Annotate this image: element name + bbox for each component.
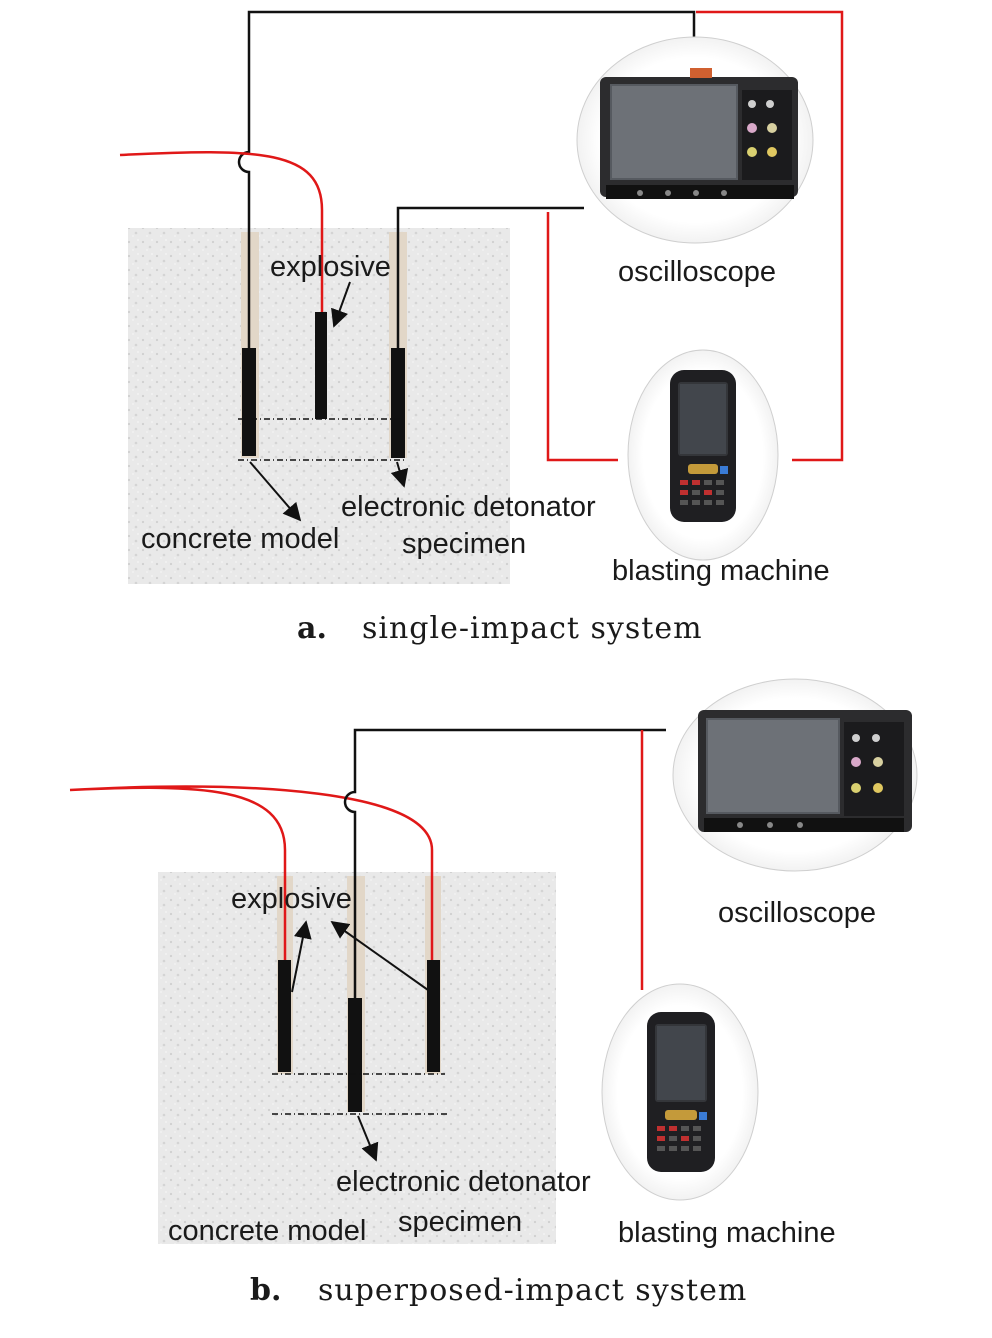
label-explosive-b: explosive [231, 883, 352, 915]
label-concrete-a: concrete model [141, 523, 339, 555]
red-wire-b [69, 785, 434, 960]
label-detonator-a-line1: electronic detonator [341, 491, 596, 523]
oscilloscope-photo-b [672, 678, 918, 872]
panel-a: explosive oscilloscope electronic detona… [119, 10, 844, 646]
label-blasting-a: blasting machine [612, 555, 830, 587]
explosive-charge-a [315, 312, 327, 419]
arrow-concrete-a [249, 461, 302, 522]
caption-text-b: superposed-impact system [318, 1273, 747, 1308]
label-explosive-a: explosive [270, 251, 391, 283]
panel-b: explosive oscilloscope electronic detona… [69, 678, 918, 1308]
oscilloscope-photo-a [576, 36, 814, 244]
arrow-detonator-a [390, 461, 409, 488]
red-wire-a-explosive [119, 150, 324, 312]
arrow-detonator-b [357, 1115, 379, 1162]
caption-letter-a: a. [297, 611, 327, 646]
arrow-explosive-b-left [291, 920, 312, 993]
explosive-charge-b-right [427, 960, 440, 1072]
blasting-machine-photo-b [601, 983, 759, 1201]
arrow-explosive-b-right [330, 920, 429, 991]
black-wire-a-right [396, 206, 584, 348]
label-concrete-b: concrete model [168, 1215, 366, 1247]
caption-letter-b: b. [250, 1273, 281, 1308]
caption-text-a: single-impact system [362, 611, 703, 646]
detonator-right-a [391, 348, 405, 458]
explosive-charge-b-left [278, 960, 291, 1072]
label-oscilloscope-a: oscilloscope [618, 256, 776, 288]
black-wire-b [343, 728, 666, 998]
detonator-center-b [348, 998, 362, 1112]
label-detonator-b-line2: specimen [398, 1206, 522, 1238]
black-wire-a-main [237, 10, 696, 348]
label-oscilloscope-b: oscilloscope [718, 897, 876, 929]
detonator-left-a [242, 348, 256, 456]
arrow-explosive-a [331, 281, 351, 328]
label-detonator-a-line2: specimen [402, 528, 526, 560]
blasting-machine-photo-a [627, 349, 779, 561]
label-detonator-b-line1: electronic detonator [336, 1166, 591, 1198]
red-wire-a-loop [546, 10, 844, 462]
label-blasting-b: blasting machine [618, 1217, 836, 1249]
